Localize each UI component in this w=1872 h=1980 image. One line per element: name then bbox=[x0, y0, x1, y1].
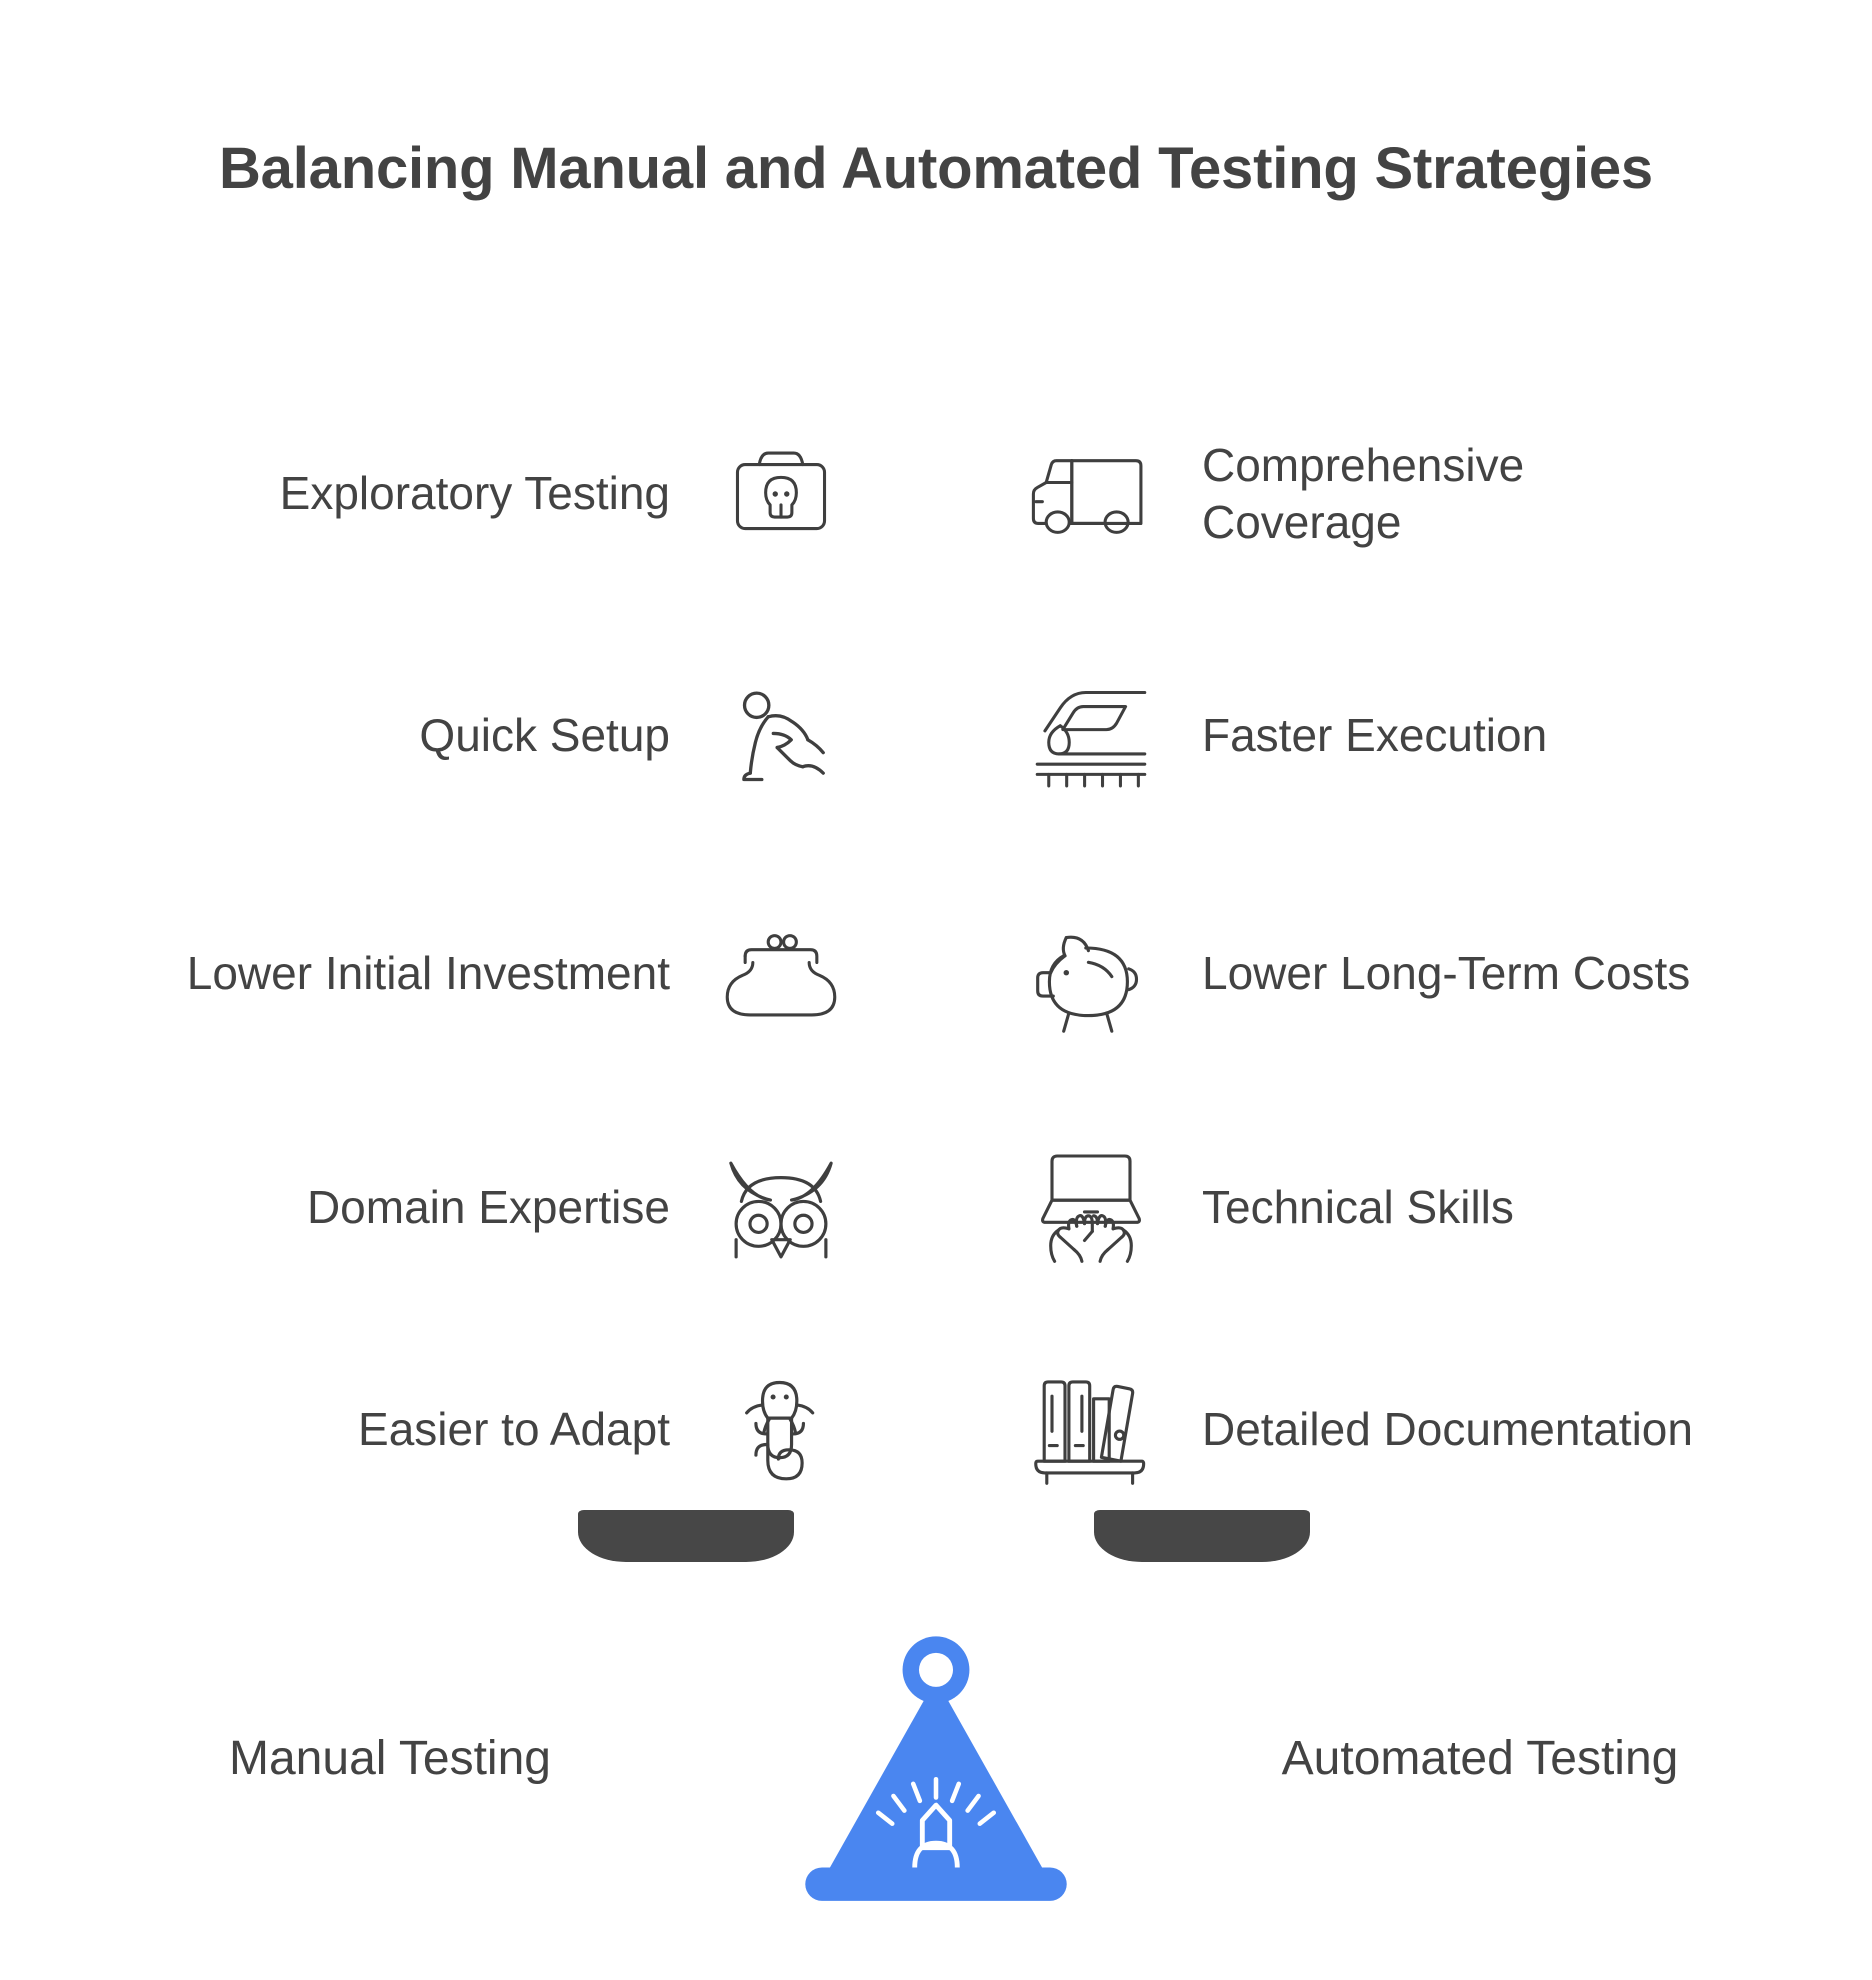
list-item: Easier to Adapt bbox=[96, 1336, 856, 1524]
list-item: Lower Long-Term Costs bbox=[1016, 880, 1776, 1068]
sprinter-start-icon bbox=[706, 661, 856, 811]
list-item-label: Quick Setup bbox=[419, 709, 670, 762]
automated-testing-label: Automated Testing bbox=[1281, 1732, 1679, 1785]
balance-pan-left bbox=[578, 1510, 794, 1562]
page-title: Balancing Manual and Automated Testing S… bbox=[219, 136, 1653, 201]
laptop-typing-hands-icon bbox=[1016, 1133, 1166, 1283]
list-item-label: Lower Initial Investment bbox=[186, 947, 670, 1000]
list-item: Comprehensive Coverage bbox=[1016, 400, 1776, 588]
coin-purse-icon bbox=[706, 899, 856, 1049]
list-item: Technical Skills bbox=[1016, 1114, 1776, 1302]
owl-icon bbox=[706, 1133, 856, 1283]
list-item-label: Lower Long-Term Costs bbox=[1202, 947, 1691, 1000]
list-item: Faster Execution bbox=[1016, 642, 1776, 830]
balance-pan-right bbox=[1094, 1510, 1310, 1562]
chameleon-icon bbox=[706, 1355, 856, 1505]
piggy-bank-icon bbox=[1016, 899, 1166, 1049]
first-aid-bag-skull-icon bbox=[706, 419, 856, 569]
list-item-label: Domain Expertise bbox=[306, 1181, 670, 1234]
automated-testing-column: Comprehensive Coverage Faster Execution bbox=[1016, 400, 1776, 1580]
list-item-label: Technical Skills bbox=[1202, 1181, 1514, 1234]
list-item-label: Detailed Documentation bbox=[1202, 1403, 1693, 1456]
list-item: Exploratory Testing bbox=[96, 400, 856, 588]
list-item-label: Comprehensive Coverage bbox=[1202, 438, 1525, 548]
delivery-truck-icon bbox=[1016, 419, 1166, 569]
list-item-label: Exploratory Testing bbox=[279, 467, 670, 520]
manual-testing-column: Exploratory Testing Quick Setup bbox=[96, 400, 856, 1580]
list-item: Quick Setup bbox=[96, 642, 856, 830]
list-item: Domain Expertise bbox=[96, 1114, 856, 1302]
list-item-label: Easier to Adapt bbox=[358, 1403, 670, 1456]
manual-testing-label: Manual Testing bbox=[229, 1732, 551, 1785]
bullet-train-icon bbox=[1016, 661, 1166, 811]
list-item: Lower Initial Investment bbox=[96, 880, 856, 1068]
list-item: Detailed Documentation bbox=[1016, 1336, 1776, 1524]
list-item-label: Faster Execution bbox=[1202, 709, 1548, 762]
bookshelf-binders-icon bbox=[1016, 1355, 1166, 1505]
balance-fulcrum-icon bbox=[784, 1606, 1088, 1910]
